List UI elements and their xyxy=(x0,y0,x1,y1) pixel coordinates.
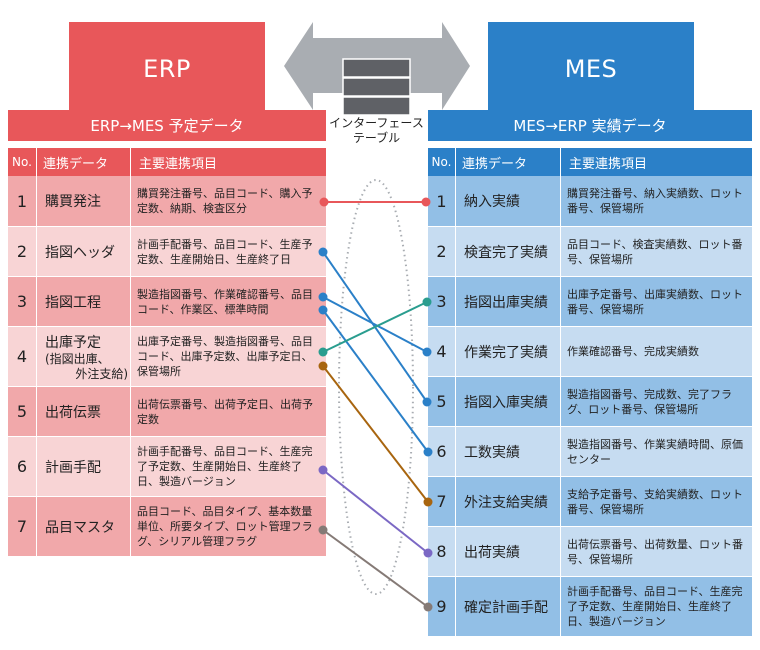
right-row-name: 指図入庫実績 xyxy=(456,377,560,426)
right-row-no: 2 xyxy=(428,227,455,276)
right-row-no: 8 xyxy=(428,527,455,576)
right-row-items: 購買発注番号、納入実績数、ロット番号、保管場所 xyxy=(561,176,752,226)
left-row-name: 購買発注 xyxy=(37,176,130,226)
right-row-items: 出荷伝票番号、出荷数量、ロット番号、保管場所 xyxy=(561,527,752,576)
left-row-name: 指図工程 xyxy=(37,277,130,326)
right-row-items: 支給予定番号、支給実績数、ロット番号、保管場所 xyxy=(561,477,752,526)
left-row-name: 出庫予定(指図出庫、外注支給) xyxy=(37,327,130,386)
interface-table-label: インターフェース テーブル xyxy=(325,116,428,146)
right-row-name: 検査完了実績 xyxy=(456,227,560,276)
left-table-title: ERP→MES 予定データ xyxy=(90,117,244,135)
left-row-items: 出庫予定番号、製造指図番号、品目コード、出庫予定数、出庫予定日、保管場所 xyxy=(131,327,326,386)
left-header-no: No. xyxy=(8,148,36,176)
right-row-no: 3 xyxy=(428,277,455,326)
right-table-title: MES→ERP 実績データ xyxy=(513,117,667,135)
left-row-items: 品目コード、品目タイプ、基本数量単位、所要タイプ、ロット管理フラグ、シリアル管理… xyxy=(131,497,326,556)
right-row-items: 製造指図番号、完成数、完了フラグ、ロット番号、保管場所 xyxy=(561,377,752,426)
left-row-name: 出荷伝票 xyxy=(37,387,130,436)
left-row-no: 7 xyxy=(8,497,36,556)
mes-to-erp-title: MES→ERP 実績データ xyxy=(428,110,752,141)
left-row-name-main: 出庫予定 xyxy=(45,334,101,351)
left-row-items: 購買発注番号、品目コード、購入予定数、納期、検査区分 xyxy=(131,176,326,226)
interface-label-line2: テーブル xyxy=(352,131,401,145)
left-row-name: 計画手配 xyxy=(37,437,130,496)
erp-label: ERP xyxy=(143,54,191,83)
left-row-name: 指図ヘッダ xyxy=(37,227,130,276)
left-row-items: 出荷伝票番号、出荷予定日、出荷予定数 xyxy=(131,387,326,436)
connector-line xyxy=(322,301,428,353)
database-icon-layer-1 xyxy=(342,58,411,78)
left-header-items: 主要連携項目 xyxy=(131,148,326,176)
right-row-no: 1 xyxy=(428,176,455,226)
database-icon-layer-3 xyxy=(342,96,411,116)
mes-system-box: MES xyxy=(488,22,694,115)
right-header-no: No. xyxy=(428,148,455,176)
left-row-no: 5 xyxy=(8,387,36,436)
left-row-items: 計画手配番号、品目コード、生産完了予定数、生産開始日、生産終了日、製造バージョン xyxy=(131,437,326,496)
erp-system-box: ERP xyxy=(69,22,265,115)
right-row-name: 外注支給実績 xyxy=(456,477,560,526)
left-row-name: 品目マスタ xyxy=(37,497,130,556)
right-row-name: 確定計画手配 xyxy=(456,577,560,636)
left-row-no: 3 xyxy=(8,277,36,326)
mes-label: MES xyxy=(564,54,618,83)
right-row-no: 4 xyxy=(428,327,455,376)
connector-line xyxy=(322,365,429,503)
right-row-name: 工数実績 xyxy=(456,427,560,476)
right-row-items: 製造指図番号、作業実績時間、原価センター xyxy=(561,427,752,476)
right-row-name: 作業完了実績 xyxy=(456,327,560,376)
right-row-items: 出庫予定番号、出庫実績数、ロット番号、保管場所 xyxy=(561,277,752,326)
double-arrow-icon xyxy=(284,22,470,110)
database-icon-layer-2 xyxy=(342,77,411,97)
right-row-no: 6 xyxy=(428,427,455,476)
connector-line xyxy=(322,251,428,403)
connector-line xyxy=(322,529,429,608)
left-row-name-sub: (指図出庫、 xyxy=(45,351,110,366)
right-row-name: 納入実績 xyxy=(456,176,560,226)
right-row-no: 9 xyxy=(428,577,455,636)
right-row-items: 計画手配番号、品目コード、生産完了予定数、生産開始日、生産終了日、製造バージョン xyxy=(561,577,752,636)
interface-label-line1: インターフェース xyxy=(329,116,424,130)
right-row-items: 作業確認番号、完成実績数 xyxy=(561,327,752,376)
left-row-items: 計画手配番号、品目コード、生産予定数、生産開始日、生産終了日 xyxy=(131,227,326,276)
interface-ellipse xyxy=(338,179,414,595)
left-row-no: 2 xyxy=(8,227,36,276)
connector-line xyxy=(322,309,429,453)
left-row-no: 4 xyxy=(8,327,36,386)
left-header-name: 連携データ xyxy=(37,148,130,176)
left-row-no: 6 xyxy=(8,437,36,496)
right-row-items: 品目コード、検査実績数、ロット番号、保管場所 xyxy=(561,227,752,276)
left-row-name-sub: 外注支給) xyxy=(75,366,128,381)
right-header-items: 主要連携項目 xyxy=(561,148,752,176)
connector-line xyxy=(322,469,429,554)
erp-to-mes-title: ERP→MES 予定データ xyxy=(8,110,326,141)
left-row-items: 製造指図番号、作業確認番号、品目コード、作業区、標準時間 xyxy=(131,277,326,326)
connector-line xyxy=(322,296,428,353)
right-row-name: 出荷実績 xyxy=(456,527,560,576)
right-row-no: 5 xyxy=(428,377,455,426)
right-header-name: 連携データ xyxy=(456,148,560,176)
right-row-no: 7 xyxy=(428,477,455,526)
right-row-name: 指図出庫実績 xyxy=(456,277,560,326)
left-row-no: 1 xyxy=(8,176,36,226)
